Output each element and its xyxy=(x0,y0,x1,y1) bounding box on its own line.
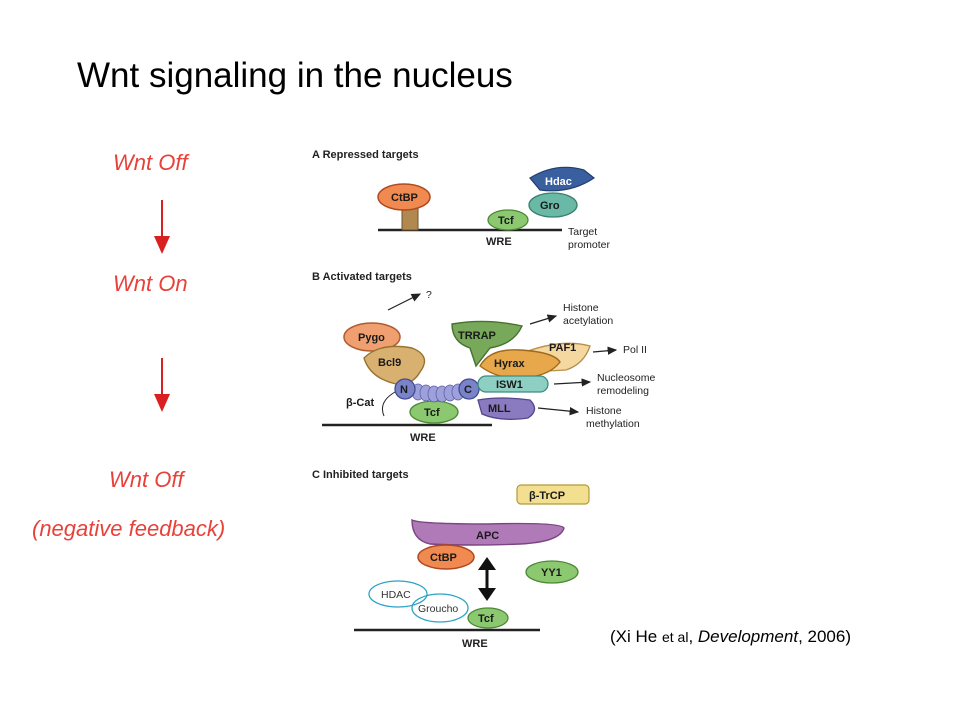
histone-methylation-label-2: methylation xyxy=(586,418,640,430)
pygo-protein xyxy=(343,322,401,352)
tcf-label-b: Tcf xyxy=(424,407,440,419)
panel-a-promoter-label: promoter xyxy=(568,239,611,251)
citation-journal: Development xyxy=(697,627,799,646)
beta-catenin-repeats xyxy=(411,383,465,403)
trrap-protein xyxy=(451,320,523,368)
hdac-label-a: Hdac xyxy=(545,176,572,188)
beta-cat-label: β-Cat xyxy=(346,397,374,409)
beta-cat-pointer xyxy=(381,391,396,417)
hdac-outline xyxy=(368,580,428,608)
citation-close: ) xyxy=(845,627,852,646)
mll-label: MLL xyxy=(488,403,511,415)
hyrax-label: Hyrax xyxy=(494,358,525,370)
tcf-protein-a xyxy=(487,209,529,231)
double-arrow-down-head xyxy=(478,588,496,601)
question-mark: ? xyxy=(426,289,432,301)
citation-sep2: , xyxy=(798,627,808,646)
citation-open: (Xi He xyxy=(610,627,662,646)
nucleosome-label-1: Nucleosome xyxy=(597,372,656,384)
isw1-protein xyxy=(477,375,549,393)
yy1-label: YY1 xyxy=(541,567,562,579)
beta-catenin-c-terminus xyxy=(458,378,480,400)
panel-b-wre-label: WRE xyxy=(410,432,436,444)
hdac-protein-a xyxy=(529,166,596,192)
histone-acetylation-label-2: acetylation xyxy=(563,315,613,327)
tcf-label-a: Tcf xyxy=(498,215,514,227)
hdac-label-c: HDAC xyxy=(381,589,411,601)
groucho-label: Groucho xyxy=(418,603,458,615)
groucho-outline xyxy=(411,593,469,623)
panel-b-activated: B Activated targets ? WRE Tcf Pygo Bcl9 … xyxy=(312,271,656,444)
pol2-arrow xyxy=(592,346,618,355)
paf1-protein xyxy=(519,342,591,373)
nucleosome-arrow xyxy=(553,378,592,387)
pygo-label: Pygo xyxy=(358,332,385,344)
citation: (Xi He et al, Development, 2006) xyxy=(610,627,851,647)
hyrax-protein xyxy=(479,349,561,379)
wnt-off-again-label: Wnt Off xyxy=(109,467,184,492)
apc-label: APC xyxy=(476,530,499,542)
wnt-off-label: Wnt Off xyxy=(113,150,188,175)
ctbp-protein-a xyxy=(377,183,431,211)
nucleosome-label-2: remodeling xyxy=(597,385,649,397)
n-terminus-label: N xyxy=(400,384,408,396)
ctbp-protein-c xyxy=(417,544,475,570)
mll-protein xyxy=(477,397,536,420)
tcf-protein-c xyxy=(467,607,509,629)
btrcp-protein xyxy=(516,484,590,505)
trrap-label: TRRAP xyxy=(458,330,496,342)
citation-sep1: , xyxy=(688,627,698,646)
pol2-label: Pol II xyxy=(623,344,647,356)
methylation-arrow xyxy=(537,406,580,416)
btrcp-label: β-TrCP xyxy=(529,490,565,502)
wnt-on-label: Wnt On xyxy=(113,271,188,296)
tcf-label-c: Tcf xyxy=(478,613,494,625)
double-arrow-up-head xyxy=(478,557,496,570)
ctbp-label-c: CtBP xyxy=(430,552,457,564)
panel-a-repressed: A Repressed targets WRE Target promoter … xyxy=(312,149,611,251)
panel-c-wre-label: WRE xyxy=(462,638,488,650)
gro-protein-a xyxy=(528,192,578,218)
beta-catenin-n-terminus xyxy=(394,378,416,400)
bcl9-protein xyxy=(363,345,426,385)
c-terminus-label: C xyxy=(464,384,472,396)
panel-a-wre-label: WRE xyxy=(486,236,512,248)
citation-year: 2006 xyxy=(807,627,846,646)
panel-c-inhibited: C Inhibited targets β-TrCP APC CtBP YY1 … xyxy=(312,469,590,650)
citation-etal: et al xyxy=(661,629,689,645)
paf1-label: PAF1 xyxy=(549,342,576,354)
page-title: Wnt signaling in the nucleus xyxy=(77,56,513,95)
ctbp-label-a: CtBP xyxy=(391,192,418,204)
bcl9-label: Bcl9 xyxy=(378,357,401,369)
tcf-protein-b xyxy=(409,400,459,424)
panel-a-heading: A Repressed targets xyxy=(312,149,419,161)
ctbp-stalk xyxy=(401,207,419,231)
histone-acetylation-label-1: Histone xyxy=(563,302,599,314)
histone-methylation-label-1: Histone xyxy=(586,405,622,417)
acetylation-arrow xyxy=(529,314,558,325)
panel-a-target-label: Target xyxy=(568,226,597,238)
panel-b-heading: B Activated targets xyxy=(312,271,412,283)
isw1-label: ISW1 xyxy=(496,379,523,391)
panel-c-heading: C Inhibited targets xyxy=(312,469,409,481)
unknown-output-arrow xyxy=(387,293,422,311)
negative-feedback-label: (negative feedback) xyxy=(32,516,226,541)
gro-label-a: Gro xyxy=(540,200,560,212)
yy1-protein xyxy=(525,560,579,584)
apc-protein xyxy=(411,518,565,546)
